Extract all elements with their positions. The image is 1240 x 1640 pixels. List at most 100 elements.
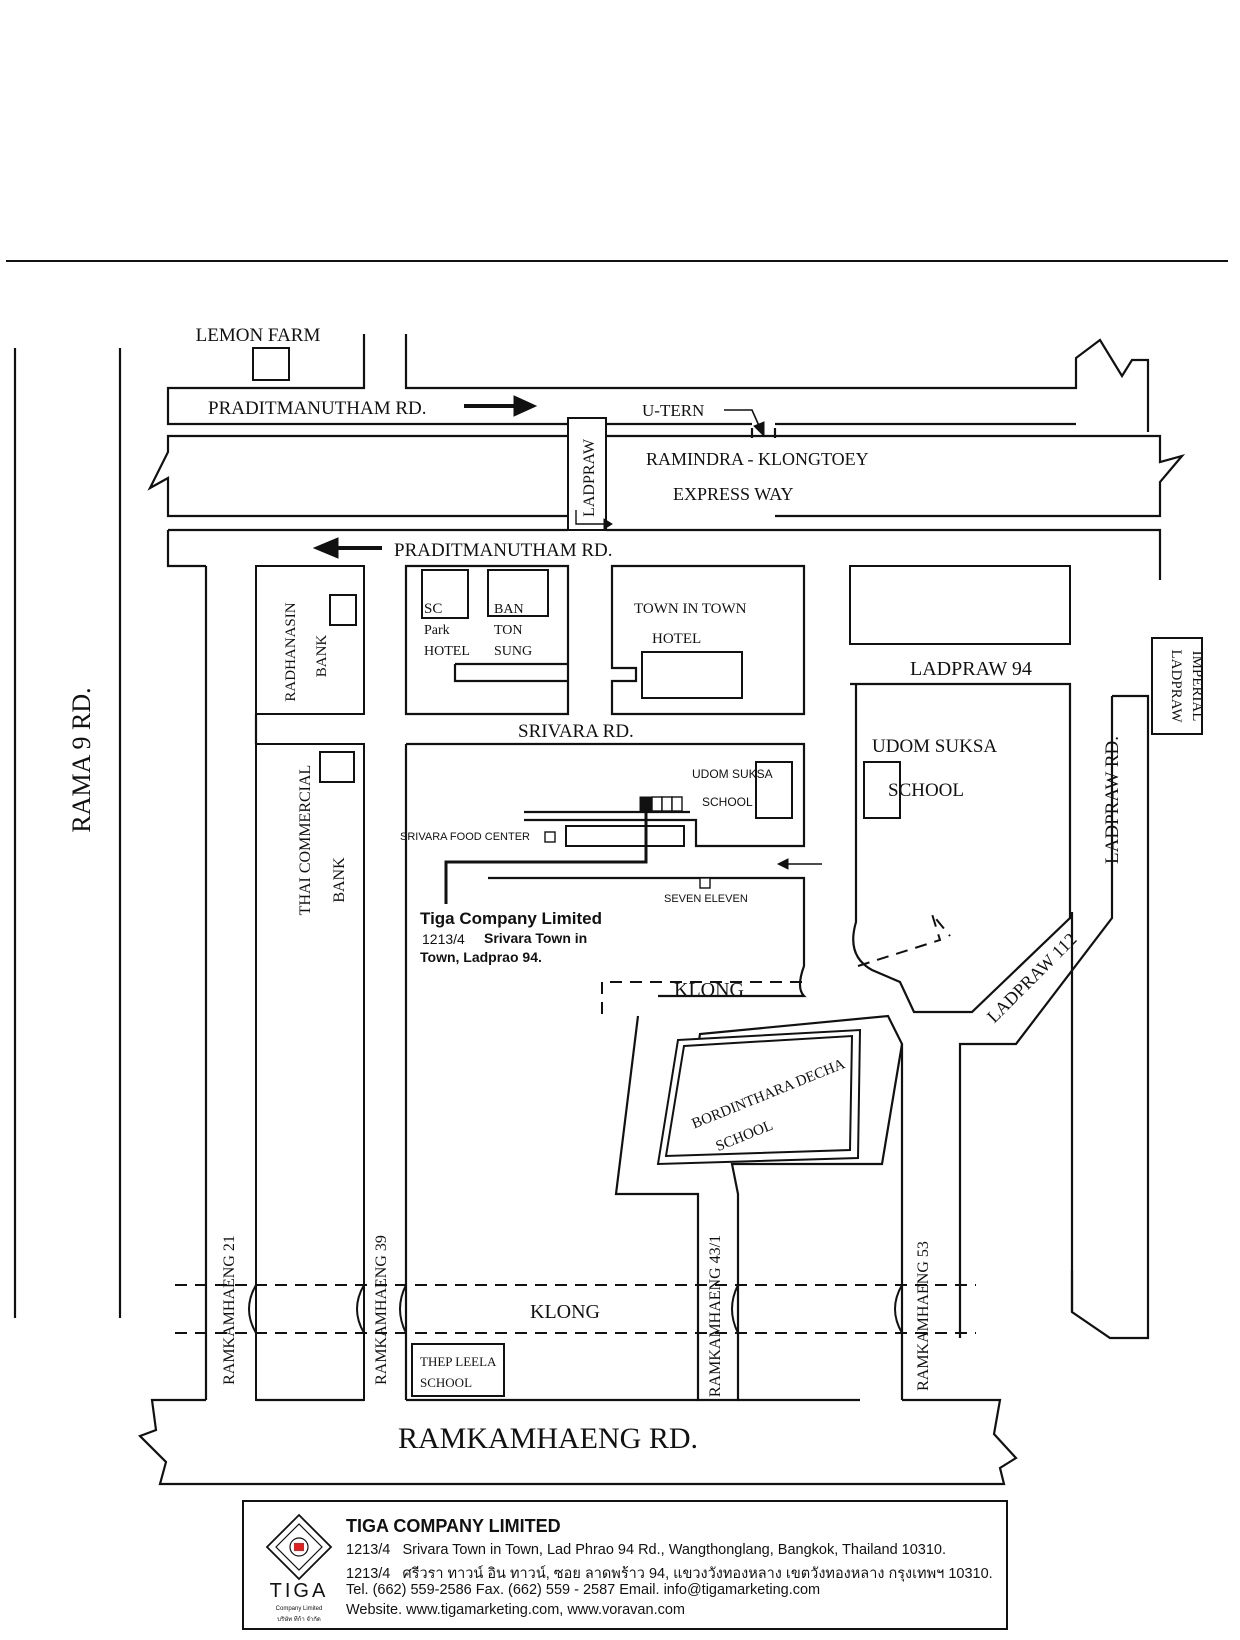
radhanasin-label-2: BANK xyxy=(314,635,330,678)
bridge-arrowhead xyxy=(603,518,613,530)
tiga-destination-name: Tiga Company Limited xyxy=(420,909,602,928)
radhanasin-building xyxy=(329,594,357,626)
klong-upper-dashes xyxy=(601,981,804,1014)
radhanasin-block xyxy=(255,565,365,715)
rama9-road-label: RAMA 9 RD. xyxy=(67,687,96,832)
ban-label-3: SUNG xyxy=(494,644,532,659)
srivara-road-label: SRIVARA RD. xyxy=(518,721,634,742)
udom-small-label-2: SCHOOL xyxy=(702,795,753,809)
ladpraw-bridge xyxy=(567,417,607,531)
tiga-logo: TIGA Company Limited บริษัท ทีก้า จำกัด xyxy=(264,1512,334,1623)
sc-label-3: HOTEL xyxy=(424,644,470,659)
thai-commercial-building xyxy=(319,751,355,783)
expressway-road xyxy=(147,434,568,518)
praditmanutham-top-road xyxy=(166,334,752,426)
food-center-icon xyxy=(544,831,556,843)
radhanasin-label-1: RADHANASIN xyxy=(283,602,299,701)
udom-suksa-building xyxy=(863,761,901,819)
praditmanutham-bottom-road-right xyxy=(606,528,1162,580)
town-label-1: TOWN IN TOWN xyxy=(634,601,747,617)
ban-label-2: TON xyxy=(494,623,523,638)
address-english: 1213/4 Srivara Town in Town, Lad Phrao 9… xyxy=(346,1542,946,1558)
sc-park-building xyxy=(421,569,469,619)
imperial-label-2: LADPRAW xyxy=(1168,650,1184,724)
expressway-label-1: RAMINDRA - KLONGTOEY xyxy=(646,449,869,469)
tiga-unit-2 xyxy=(651,796,663,812)
town-in-town-hotel-building xyxy=(641,651,743,699)
praditmanutham-top-road-right xyxy=(404,334,1150,432)
thai-commercial-block xyxy=(255,743,365,1401)
tiga-destination-address-1: Srivara Town in xyxy=(484,930,587,946)
westbound-arrow xyxy=(776,858,822,870)
klong-lower-dashes xyxy=(175,1284,976,1334)
praditmanutham-bottom-label: PRADITMANUTHAM RD. xyxy=(394,540,613,561)
tiga-unit-4 xyxy=(671,796,683,812)
udom-big-label-2: SCHOOL xyxy=(888,780,964,801)
udom-suksa-small-building xyxy=(755,761,793,819)
seven-eleven-label: SEVEN ELEVEN xyxy=(664,893,748,905)
tiga-logo-word: TIGA xyxy=(269,1580,329,1602)
address-thai-number: 1213/4 xyxy=(346,1566,391,1582)
imperial-ladpraw-building xyxy=(1151,637,1203,735)
town-label-2: HOTEL xyxy=(652,631,701,647)
u-turn-label: U-TERN xyxy=(642,401,704,420)
u-turn-arrow xyxy=(724,409,761,429)
address-english-text: Srivara Town in Town, Lad Phrao 94 Rd., … xyxy=(402,1542,947,1558)
bordinthara-school-inner xyxy=(664,1034,854,1158)
sc-label-2: Park xyxy=(424,623,450,638)
thai-commercial-label-2: BANK xyxy=(331,857,348,903)
ramkamhaeng21-road xyxy=(204,566,258,1400)
company-name: TIGA COMPANY LIMITED xyxy=(346,1516,561,1536)
expressway-road-right xyxy=(606,428,1186,518)
klong-lower-label: KLONG xyxy=(530,1301,600,1323)
praditmanutham-bottom-road xyxy=(166,528,568,568)
tiga-building-marker xyxy=(639,796,653,812)
contact-info: Tel. (662) 559-2586 Fax. (662) 559 - 258… xyxy=(346,1582,821,1598)
ladpraw94-label: LADPRAW 94 xyxy=(910,658,1032,680)
ramkamhaeng53-label: RAMKAMHAENG 53 xyxy=(915,1241,932,1391)
klong-upper-label: KLONG xyxy=(674,979,744,1001)
expressway-label-2: EXPRESS WAY xyxy=(673,484,794,504)
route-line xyxy=(444,811,648,904)
udom-big-label-1: UDOM SUKSA xyxy=(872,736,997,757)
ladpraw-road-label: LADPRAW RD. xyxy=(1102,736,1123,864)
address-thai-text: ศรีวรา ทาวน์ อิน ทาวน์, ซอย ลาดพร้าว 94,… xyxy=(402,1566,993,1582)
address-english-number: 1213/4 xyxy=(346,1542,391,1558)
ban-label-1: BAN xyxy=(494,602,524,617)
praditmanutham-top-label: PRADITMANUTHAM RD. xyxy=(208,398,427,419)
bridge-arrow xyxy=(575,510,606,525)
thep-leela-label-2: SCHOOL xyxy=(420,1375,472,1390)
ban-ton-sung-building xyxy=(487,569,549,617)
ladpraw-bridge-label: LADPRAW xyxy=(581,438,598,517)
seven-eleven-icon xyxy=(699,877,711,889)
company-info-panel: TIGA Company Limited บริษัท ทีก้า จำกัด … xyxy=(242,1500,1008,1630)
right-top-block xyxy=(849,565,1071,645)
tiga-destination-number: 1213/4 xyxy=(422,931,465,947)
thep-leela-label-1: THEP LEELA xyxy=(420,1354,497,1369)
town-in-town-block xyxy=(610,564,806,716)
food-center-bar xyxy=(565,825,685,847)
ramkamhaeng21-label: RAMKAMHAENG 21 xyxy=(221,1235,238,1385)
udom-dashed-path xyxy=(857,913,951,967)
lemon-farm-label: LEMON FARM xyxy=(196,325,321,346)
west-arrow xyxy=(312,537,382,559)
u-turn-arrowhead xyxy=(753,421,765,438)
thep-leela-school-building xyxy=(411,1343,505,1397)
tiga-logo-thai: บริษัท ทีก้า จำกัด xyxy=(277,1617,321,1623)
ramkamhaeng431-label: RAMKAMHAENG 43/1 xyxy=(707,1235,724,1397)
udom-small-label-1: UDOM SUKSA xyxy=(692,767,773,781)
imperial-label-1: IMPERIAL xyxy=(1189,651,1205,722)
website-info: Website. www.tigamarketing.com, www.vora… xyxy=(346,1602,685,1618)
srivara-inner-block xyxy=(406,742,806,848)
ramkamhaeng-road-label: RAMKAMHAENG RD. xyxy=(398,1422,698,1455)
address-thai: 1213/4 ศรีวรา ทาวน์ อิน ทาวน์, ซอย ลาดพร… xyxy=(346,1562,993,1585)
sc-park-block xyxy=(404,564,570,716)
lemon-farm-building xyxy=(252,347,290,381)
tiga-destination-address-2: Town, Ladprao 94. xyxy=(420,949,542,965)
ramkamhaeng-road xyxy=(138,1398,1018,1486)
klong-lower-culverts xyxy=(248,1284,903,1334)
ramkamhaeng39-label: RAMKAMHAENG 39 xyxy=(373,1235,390,1385)
east-arrow xyxy=(464,395,538,417)
bordinthara-block xyxy=(614,1014,904,1402)
